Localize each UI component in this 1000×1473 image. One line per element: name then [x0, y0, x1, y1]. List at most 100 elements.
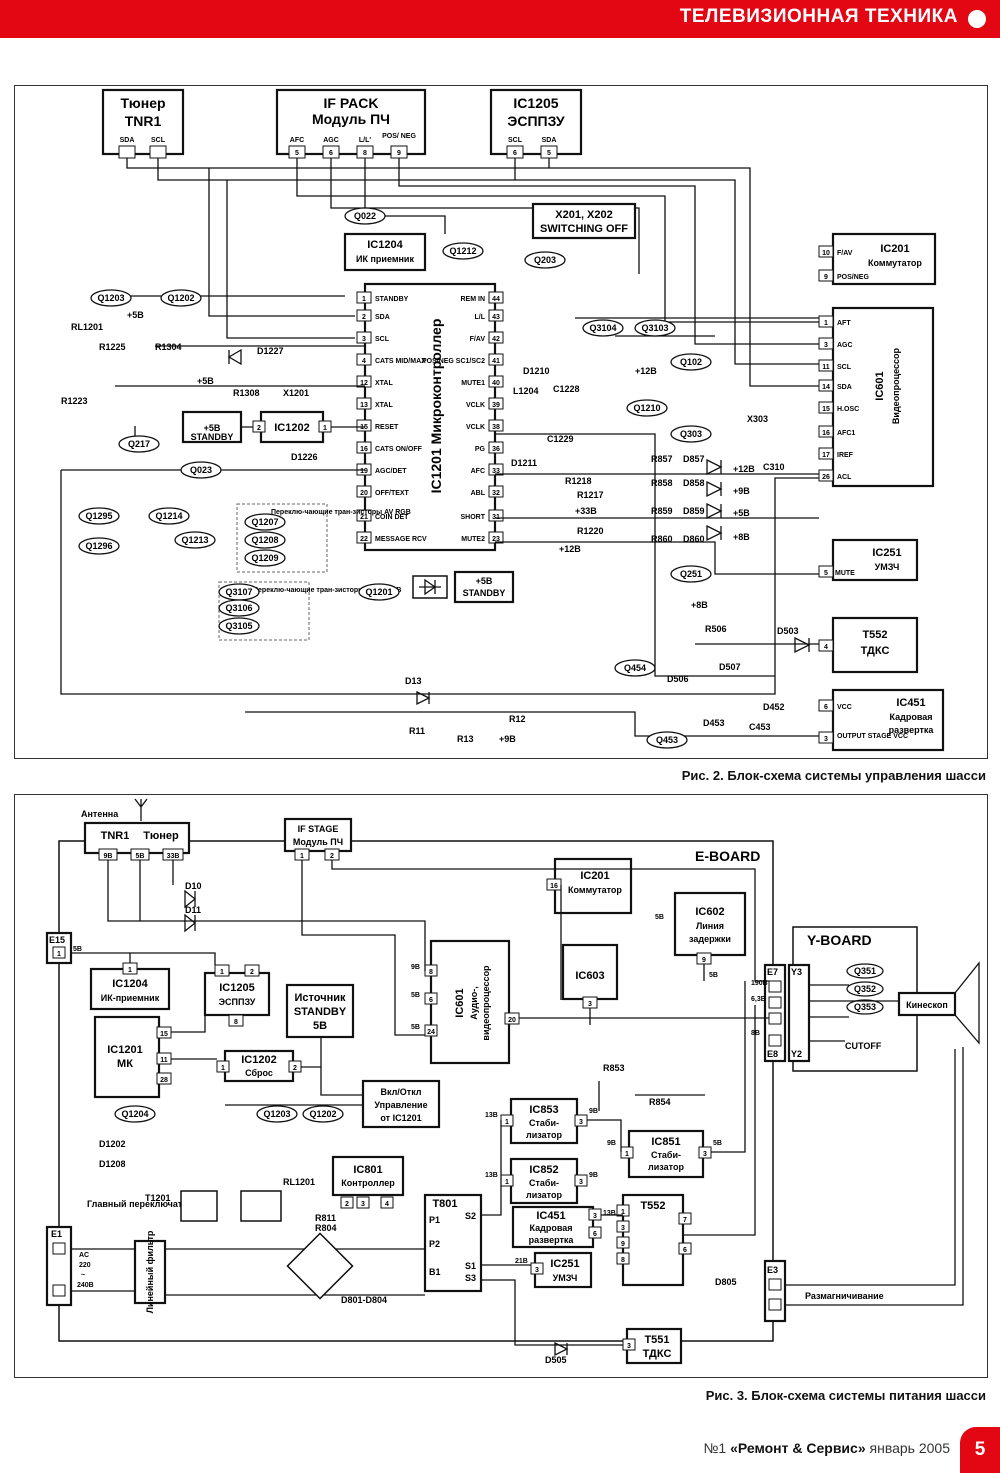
pin-number: 1 — [621, 1209, 625, 1216]
switch-label-2: SWITCHING OFF — [540, 223, 628, 235]
figure-2-schematic: Тюнер TNR1 SDA SCL IF PACK Модуль ПЧ AFC… — [60, 88, 945, 752]
if-stage-label-1: IF STAGE — [298, 824, 339, 834]
t552-label-1: T552 — [862, 629, 887, 641]
transistor-oval — [344, 207, 386, 225]
ic251-block: IC251 УМЗЧ 3 21В — [515, 1251, 593, 1289]
figure-2-caption: Рис. 2. Блок-схема системы управления ша… — [681, 768, 986, 783]
transistor-label: Q1207 — [251, 517, 278, 527]
part-label: X303 — [747, 414, 768, 424]
pin-number: 28 — [160, 1077, 168, 1084]
voltage-label: 9В — [589, 1108, 598, 1115]
standby2-label-2: STANDBY — [463, 588, 506, 598]
transistor-label: Q1202 — [167, 293, 194, 303]
pin-label: VCLK — [466, 402, 485, 409]
mains-input: AC 220 ~ 240В Главный переключатель Лине… — [77, 1199, 199, 1313]
onoff-label-2: Управление — [374, 1100, 427, 1110]
mains-label-3: ~ — [81, 1272, 85, 1279]
magazine-name: «Ремонт & Сервис» — [730, 1440, 866, 1456]
connector-e3: E3 — [763, 1259, 787, 1323]
part-label: C310 — [763, 462, 785, 472]
pin-label: SCL — [151, 137, 166, 144]
pin-label: STANDBY — [375, 296, 409, 303]
pin-label: REM IN — [461, 296, 486, 303]
ic851-label-1: IC851 — [651, 1136, 680, 1148]
onoff-label-3: от IC1201 — [380, 1113, 421, 1123]
ic601-label-2: Аудио-, — [469, 986, 479, 1020]
ic1201-microcontroller: IC1201 Микроконтроллер — [363, 282, 497, 552]
part-label: RL1201 — [71, 322, 103, 332]
tuner-label-2: Тюнер — [143, 830, 179, 842]
pin-number: 20 — [508, 1017, 516, 1024]
onoff-control-block: Вкл/Откл Управление от IC1201 — [361, 1079, 441, 1129]
transistor-oval — [626, 399, 668, 417]
part-label: C1228 — [553, 384, 580, 394]
transistor-label: Q3107 — [225, 587, 252, 597]
diode-icon — [184, 889, 197, 909]
pin-number: 23 — [492, 536, 500, 543]
transistor-oval — [244, 513, 286, 531]
transistor-label: Q1208 — [251, 535, 278, 545]
part-label: D857 — [683, 454, 705, 464]
transistor-label: Q1296 — [85, 541, 112, 551]
standby-source-block: Источник STANDBY 5В — [285, 983, 355, 1039]
pin-label: IREF — [837, 452, 854, 459]
pin-number: 1 — [57, 951, 61, 958]
pin-label: P2 — [429, 1239, 440, 1249]
pin-number: 15 — [160, 1031, 168, 1038]
ic1205-block: IC1205 ЭСППЗУ SCL SDA 6 5 — [489, 88, 583, 159]
pin-number: 10 — [822, 250, 830, 257]
pin-label: SDA — [375, 314, 390, 321]
y-board-label: Y-BOARD — [807, 932, 872, 948]
pin-number: 16 — [822, 430, 830, 437]
ic451-block: IC451 Кадровая развертка 6 3 VCC OUTPUT … — [818, 688, 945, 752]
part-label: D1226 — [291, 452, 318, 462]
pin-label: AGC/DET — [375, 468, 407, 475]
pin-number: 20 — [360, 490, 368, 497]
voltage-label: 13В — [485, 1112, 498, 1119]
pin-number: 1 — [625, 1151, 629, 1158]
connector-e1: E1 — [45, 1225, 73, 1307]
transistor-oval — [114, 1105, 156, 1123]
part-label: +12В — [559, 544, 581, 554]
transistor-label: Q1202 — [309, 1109, 336, 1119]
pin-number: 6 — [329, 150, 333, 157]
pin-number: 1 — [220, 969, 224, 976]
pin-number: 5 — [547, 150, 551, 157]
kinescope-label: Кинескоп — [906, 1000, 948, 1010]
ic201-label-2: Коммутатор — [868, 258, 922, 268]
part-label: +9В — [733, 486, 750, 496]
issue-number: №1 — [703, 1440, 727, 1456]
ic1204-block: IC1204 ИК приемник — [343, 232, 427, 272]
part-label: +5В — [127, 310, 144, 320]
ic853-label-1: IC853 — [529, 1104, 558, 1116]
rail-label: 6,3В — [751, 996, 766, 1003]
part-label: R804 — [315, 1223, 337, 1233]
mains-label-1: AC — [79, 1252, 89, 1259]
part-label: D505 — [545, 1355, 567, 1365]
transistor-oval — [218, 617, 260, 635]
transformer-t1201-icon — [180, 1190, 218, 1222]
pin-label: F/AV — [470, 336, 486, 343]
pin-number: 1 — [505, 1119, 509, 1126]
pin-label: SCL — [837, 364, 852, 371]
part-label: R1217 — [577, 490, 604, 500]
pin-label: 9В — [104, 853, 113, 860]
tuner-label-1: TNR1 — [101, 830, 130, 842]
pin-number: 33 — [492, 468, 500, 475]
ic602-block: IC602 Линия задержки 9 5В 5В — [655, 891, 747, 979]
pin-number: 3 — [588, 1001, 592, 1008]
ic1205-label-1: IC1205 — [513, 95, 558, 111]
transistor-oval — [244, 549, 286, 567]
ic1204-block: IC1204 ИК-приемник 1 — [89, 962, 171, 1011]
part-label: +8В — [691, 600, 708, 610]
pin-number: 6 — [824, 704, 828, 711]
transistor-oval — [358, 583, 400, 601]
transistor-oval — [118, 435, 160, 453]
pin-label: B1 — [429, 1267, 441, 1277]
transistor-label: Q1201 — [365, 587, 392, 597]
t552-label-2: ТДКС — [861, 645, 890, 657]
ic1202-label-2: Сброс — [245, 1068, 273, 1078]
pin-number: 5 — [824, 570, 828, 577]
transistor-label: Q453 — [656, 735, 678, 745]
